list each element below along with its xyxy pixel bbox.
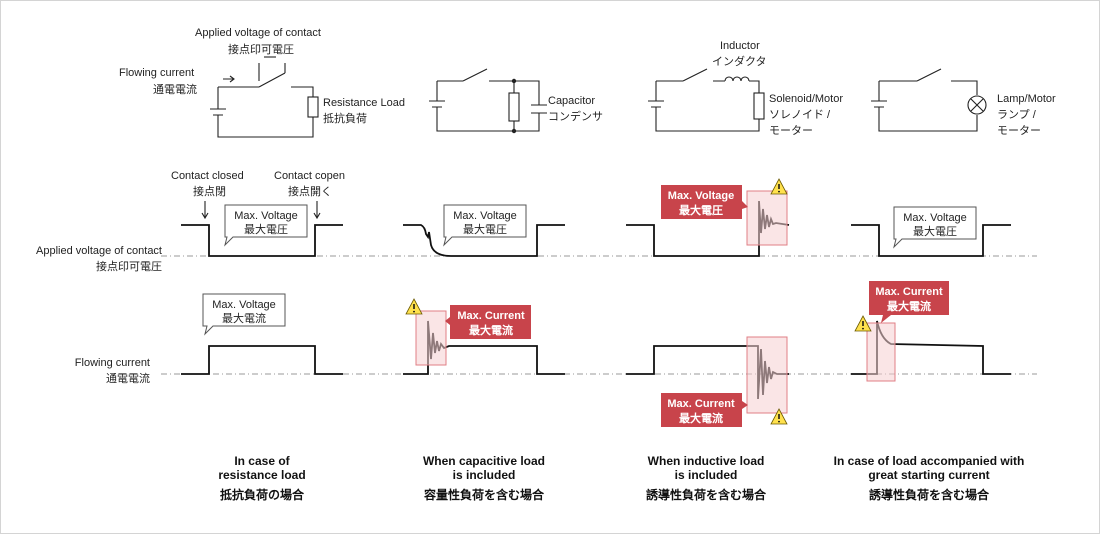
- max-voltage-en-text: Max. Voltage: [668, 190, 734, 202]
- caption-capacitive: When capacitive load is included 容量性負荷を含…: [423, 454, 545, 502]
- caption-line2: great starting current: [868, 468, 989, 482]
- caption-line1: In case of load accompanied with: [834, 454, 1025, 468]
- caption-line1: When capacitive load: [423, 454, 545, 468]
- caption-jp: 誘導性負荷を含む場合: [869, 487, 990, 502]
- caption-line2: is included: [675, 468, 738, 482]
- caption-line1: In case of: [234, 454, 290, 468]
- caption-jp: 抵抗負荷の場合: [220, 487, 305, 502]
- max-current-jp-text: 最大電流: [469, 323, 513, 337]
- contact-open-en-label: Contact copen: [274, 170, 345, 182]
- max-current-jp-text: 最大電流: [679, 411, 723, 425]
- max-voltage-jp-text: 最大電圧: [463, 222, 507, 236]
- max-current-en-text: Max. Current: [667, 398, 735, 410]
- caption-line2: is included: [453, 468, 516, 482]
- circuit-capacitive: Capacitor コンデンサ: [429, 68, 603, 134]
- resistance-load-en-label: Resistance Load: [323, 97, 405, 109]
- voltage-wave-lamp: [851, 224, 1011, 257]
- bubble-max-voltage-resistance-current: Max. Voltage 最大電流: [202, 293, 286, 336]
- highlight-box-capacitive-current: [415, 310, 447, 366]
- voltage-wave-capacitive: [403, 224, 565, 257]
- warning-icon: [770, 178, 788, 195]
- lamp-en-label: Lamp/Motor: [997, 93, 1056, 105]
- flowing-current-en-label: Flowing current: [119, 67, 194, 79]
- lamp-jp-label-1: ランプ /: [997, 108, 1037, 121]
- max-voltage-jp-text: 最大電圧: [679, 203, 723, 217]
- warning-icon: [405, 298, 423, 315]
- solenoid-en-label: Solenoid/Motor: [769, 93, 843, 105]
- max-voltage-jp-text: 最大電圧: [244, 222, 288, 236]
- circuit-resistance: Applied voltage of contact 接点印可電圧 Flowin…: [119, 27, 405, 138]
- lamp-jp-label-2: モーター: [997, 124, 1041, 137]
- bubble-max-voltage-resistance: Max. Voltage 最大電圧: [224, 204, 308, 247]
- contact-annotations: Contact closed 接点閉 Contact copen 接点開く: [171, 170, 345, 220]
- voltage-row-en-label: Applied voltage of contact: [36, 245, 162, 257]
- inductor-en-label: Inductor: [720, 40, 760, 52]
- red-callout-inductive-current: Max. Current 最大電流: [661, 393, 748, 427]
- max-current-jp-text: 最大電流: [887, 299, 931, 313]
- caption-line2: resistance load: [218, 468, 305, 482]
- voltage-wave-resistance: [181, 224, 343, 257]
- caption-line1: When inductive load: [648, 454, 765, 468]
- highlight-box-inductive-current: [746, 336, 788, 414]
- contact-open-jp-label: 接点開く: [288, 185, 332, 198]
- caption-jp: 誘導性負荷を含む場合: [646, 487, 767, 502]
- capacitor-en-label: Capacitor: [548, 95, 595, 107]
- resistor-symbol: [307, 96, 319, 118]
- max-current-jp-text: 最大電流: [222, 311, 266, 325]
- max-voltage-en-text: Max. Voltage: [212, 299, 276, 311]
- warning-icon: [770, 408, 788, 425]
- applied-voltage-en-label: Applied voltage of contact: [195, 27, 321, 39]
- voltage-row-jp-label: 接点印可電圧: [96, 260, 162, 273]
- solenoid-jp-label-2: モーター: [769, 124, 813, 137]
- max-current-en-text: Max. Current: [457, 310, 525, 322]
- caption-resistance: In case of resistance load 抵抗負荷の場合: [218, 454, 305, 502]
- caption-lamp: In case of load accompanied with great s…: [834, 454, 1025, 502]
- current-wave-resistance: [181, 345, 343, 375]
- contact-closed-jp-label: 接点閉: [193, 185, 226, 198]
- max-voltage-jp-text: 最大電圧: [913, 224, 957, 238]
- max-voltage-en-text: Max. Voltage: [453, 210, 517, 222]
- current-row-en-label: Flowing current: [75, 357, 150, 369]
- circuit-inductive: Inductor インダクタ Solenoid/Motor ソレノイド / モー…: [648, 40, 843, 137]
- max-current-en-text: Max. Current: [875, 286, 943, 298]
- highlight-box-lamp-current: [866, 322, 896, 382]
- flowing-current-jp-label: 通電電流: [153, 82, 197, 96]
- red-callout-lamp-current: Max. Current 最大電流: [869, 281, 949, 323]
- current-row-jp-label: 通電電流: [106, 371, 150, 385]
- resistor-symbol-2: [508, 92, 520, 122]
- solenoid-jp-label-1: ソレノイド /: [769, 109, 831, 121]
- highlight-box-inductive-voltage: [746, 190, 788, 246]
- red-callout-capacitive-current: Max. Current 最大電流: [445, 305, 531, 339]
- warning-icon: [854, 315, 872, 332]
- max-voltage-en-text: Max. Voltage: [903, 212, 967, 224]
- inductor-jp-label: インダクタ: [712, 54, 767, 68]
- capacitor-jp-label: コンデンサ: [548, 109, 603, 123]
- max-voltage-en-text: Max. Voltage: [234, 210, 298, 222]
- resistance-load-jp-label: 抵抗負荷: [323, 111, 367, 125]
- bubble-max-voltage-capacitive: Max. Voltage 最大電圧: [443, 204, 527, 247]
- applied-voltage-jp-label: 接点印可電圧: [228, 43, 294, 56]
- contact-closed-en-label: Contact closed: [171, 170, 244, 182]
- capacitor-symbol: [531, 104, 547, 114]
- lamp-symbol: [967, 95, 987, 115]
- caption-inductive: When inductive load is included 誘導性負荷を含む…: [646, 454, 767, 502]
- inductor-coil: [713, 76, 753, 82]
- solenoid-symbol: [753, 92, 765, 120]
- red-callout-inductive-voltage: Max. Voltage 最大電圧: [661, 185, 748, 219]
- row-labels: Applied voltage of contact 接点印可電圧 Flowin…: [36, 245, 162, 385]
- bubble-max-voltage-lamp: Max. Voltage 最大電圧: [893, 206, 977, 249]
- caption-jp: 容量性負荷を含む場合: [423, 487, 545, 502]
- circuit-lamp: Lamp/Motor ランプ / モーター: [871, 68, 1056, 137]
